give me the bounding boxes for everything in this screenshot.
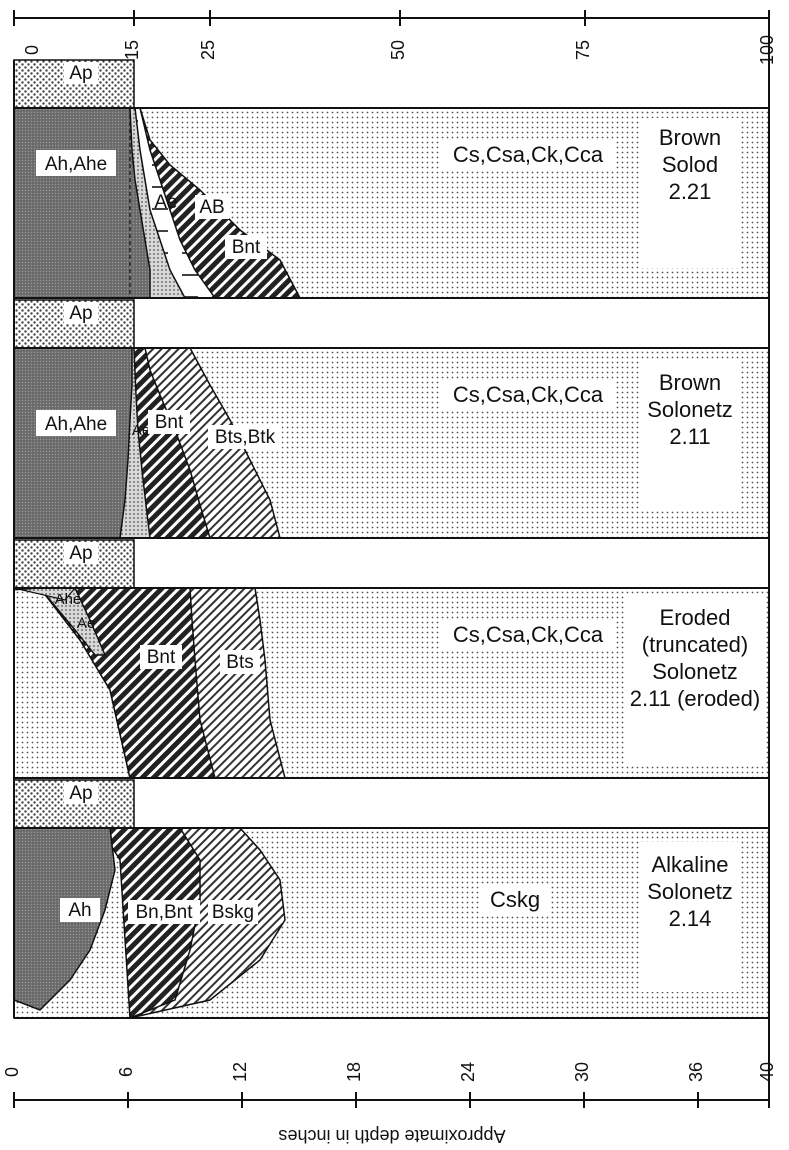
axis-bottom-tick: 36 (686, 1062, 706, 1082)
caption-line-3: 2.14 (669, 906, 712, 931)
axis-title: Approximate depth in inches (278, 1126, 505, 1146)
caption-line-1: Brown (659, 125, 721, 150)
axis-bottom-tick: 40 (757, 1062, 777, 1082)
ah-horizon (13, 347, 133, 539)
caption-line-3: 2.21 (669, 179, 712, 204)
horizon-label-c: Cs,Csa,Ck,Cca (453, 622, 604, 647)
axis-top-tick: 100 (757, 35, 777, 65)
caption-line-2: (truncated) (642, 632, 748, 657)
axis-bottom-tick: 12 (230, 1062, 250, 1082)
profile-alkaline-solonetz: Ap Ah Bn,Bnt Bskg Cskg Alkaline Solonetz… (13, 779, 770, 1020)
axis-top-tick: 25 (198, 40, 218, 60)
caption-line-4: 2.11 (eroded) (630, 686, 760, 711)
caption-line-2: Solonetz (647, 879, 733, 904)
horizon-label-bnt: Bnt (232, 237, 261, 258)
horizon-label-ae: Ae (154, 192, 177, 213)
horizon-label-ah: Ah,Ahe (45, 414, 107, 435)
horizon-label-ah: Ah,Ahe (45, 154, 107, 175)
axis-top: 0 15 25 50 75 100 (13, 10, 777, 65)
horizon-label-ap: Ap (69, 543, 92, 564)
axis-bottom-tick: 0 (2, 1067, 22, 1077)
axis-bottom-tick: 24 (458, 1062, 478, 1082)
caption-line-1: Alkaline (651, 852, 728, 877)
axis-bottom-tick: 30 (572, 1062, 592, 1082)
caption-line-2: Solod (662, 152, 718, 177)
caption-line-3: 2.11 (669, 424, 710, 449)
horizon-label-ab: AB (199, 197, 224, 218)
axis-top-tick: 0 (22, 45, 42, 55)
caption-line-2: Solonetz (647, 397, 733, 422)
profile-eroded-solonetz: Ap Ahe Ae Bnt Bts Cs,Csa,Ck,Cca Eroded (… (13, 539, 770, 779)
axis-bottom-tick: 6 (116, 1067, 136, 1077)
axis-top-tick: 50 (388, 40, 408, 60)
horizon-label-ae: Ae (77, 615, 95, 632)
horizon-label-ahe: Ahe (55, 591, 82, 608)
horizon-label-ap: Ap (69, 303, 92, 324)
horizon-label-bskg: Bskg (212, 902, 254, 923)
caption-line-1: Brown (659, 370, 721, 395)
horizon-label-bts: Bts,Btk (215, 427, 276, 448)
caption-line-3: Solonetz (652, 659, 738, 684)
horizon-label-ap: Ap (69, 63, 92, 84)
horizon-label-c: Cskg (490, 887, 540, 912)
horizon-label-ae: Ae (132, 422, 150, 439)
horizon-label-bnt: Bnt (147, 647, 176, 668)
axis-top-tick: 75 (573, 40, 593, 60)
horizon-label-bnt: Bnt (155, 412, 184, 433)
horizon-label-ah: Ah (68, 900, 91, 921)
axis-bottom: 0 6 12 18 24 30 36 40 Approximate depth … (2, 1062, 777, 1146)
axis-top-tick: 15 (122, 40, 142, 60)
axis-bottom-tick: 18 (344, 1062, 364, 1082)
horizon-label-c: Cs,Csa,Ck,Cca (453, 142, 604, 167)
horizon-label-bn: Bn,Bnt (135, 902, 193, 923)
caption-line-1: Eroded (660, 605, 731, 630)
horizon-label-ap: Ap (69, 783, 92, 804)
profile-brown-solonetz: Ap Ah,Ahe Ae Bnt Bts,Btk Cs,Csa,Ck,Cca B… (13, 299, 770, 539)
horizon-label-bts: Bts (226, 652, 253, 673)
profile-brown-solod: Ap Ah,Ahe Ae AB Bnt Cs,Csa,Ck,Cca Brown … (13, 59, 770, 299)
horizon-label-c: Cs,Csa,Ck,Cca (453, 382, 604, 407)
